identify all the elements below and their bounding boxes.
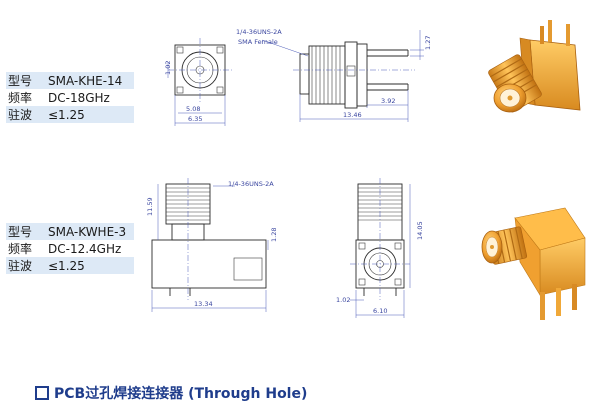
spec-key: 频率 xyxy=(8,242,33,256)
dim-label: 13.34 xyxy=(194,300,213,308)
side-view-2 xyxy=(151,178,269,312)
spec-key: 型号 xyxy=(8,74,33,88)
dim-label: 1.02 xyxy=(164,61,172,75)
front-view-1 xyxy=(167,38,232,126)
spec-row: 频率 DC-18GHz xyxy=(6,89,134,106)
spec-value: DC-12.4GHz xyxy=(48,241,122,256)
side-view-1 xyxy=(261,30,424,122)
connector-image-2 xyxy=(481,207,586,320)
dim-label: 13.46 xyxy=(343,111,362,119)
section-footer: PCB过孔焊接连接器 (Through Hole) xyxy=(35,383,307,403)
dim-label: 6.35 xyxy=(188,115,202,123)
spec-row: 驻波 ≤1.25 xyxy=(6,106,134,123)
spec-row: 驻波 ≤1.25 xyxy=(6,257,134,274)
spec-value: ≤1.25 xyxy=(48,107,85,122)
dim-label: 1.02 xyxy=(336,296,350,304)
footer-title: PCB过孔焊接连接器 (Through Hole) xyxy=(54,386,308,402)
dim-label: 3.92 xyxy=(381,97,395,105)
dim-label: 14.05 xyxy=(416,221,424,240)
spec-value: ≤1.25 xyxy=(48,258,85,273)
spec-value: DC-18GHz xyxy=(48,90,110,105)
dim-label: 5.08 xyxy=(186,105,200,113)
thread-label: 1/4-36UNS-2A xyxy=(236,28,282,36)
spec-key: 驻波 xyxy=(8,259,33,273)
dim-label: 6.10 xyxy=(373,307,387,315)
spec-row: 型号 SMA-KHE-14 xyxy=(6,72,134,89)
spec-table-1: 型号 SMA-KHE-14 频率 DC-18GHz 驻波 ≤1.25 xyxy=(6,72,134,123)
spec-row: 频率 DC-12.4GHz xyxy=(6,240,134,257)
front-view-2 xyxy=(350,178,411,318)
dim-label: 11.59 xyxy=(146,197,154,216)
spec-key: 频率 xyxy=(8,91,33,105)
spec-table-2: 型号 SMA-KWHE-3 频率 DC-12.4GHz 驻波 ≤1.25 xyxy=(6,223,134,274)
spec-key: 型号 xyxy=(8,225,33,239)
spec-key: 驻波 xyxy=(8,108,33,122)
dim-label: 1.28 xyxy=(270,228,278,242)
spec-row: 型号 SMA-KWHE-3 xyxy=(6,223,134,240)
dim-label: 1.27 xyxy=(424,36,432,50)
spec-value: SMA-KHE-14 xyxy=(48,73,123,88)
gender-label: SMA Female xyxy=(238,38,278,46)
spec-value: SMA-KWHE-3 xyxy=(48,224,127,239)
checkbox-square-icon xyxy=(35,386,49,400)
connector-image-1 xyxy=(488,20,581,113)
thread-label: 1/4-36UNS-2A xyxy=(228,180,274,188)
